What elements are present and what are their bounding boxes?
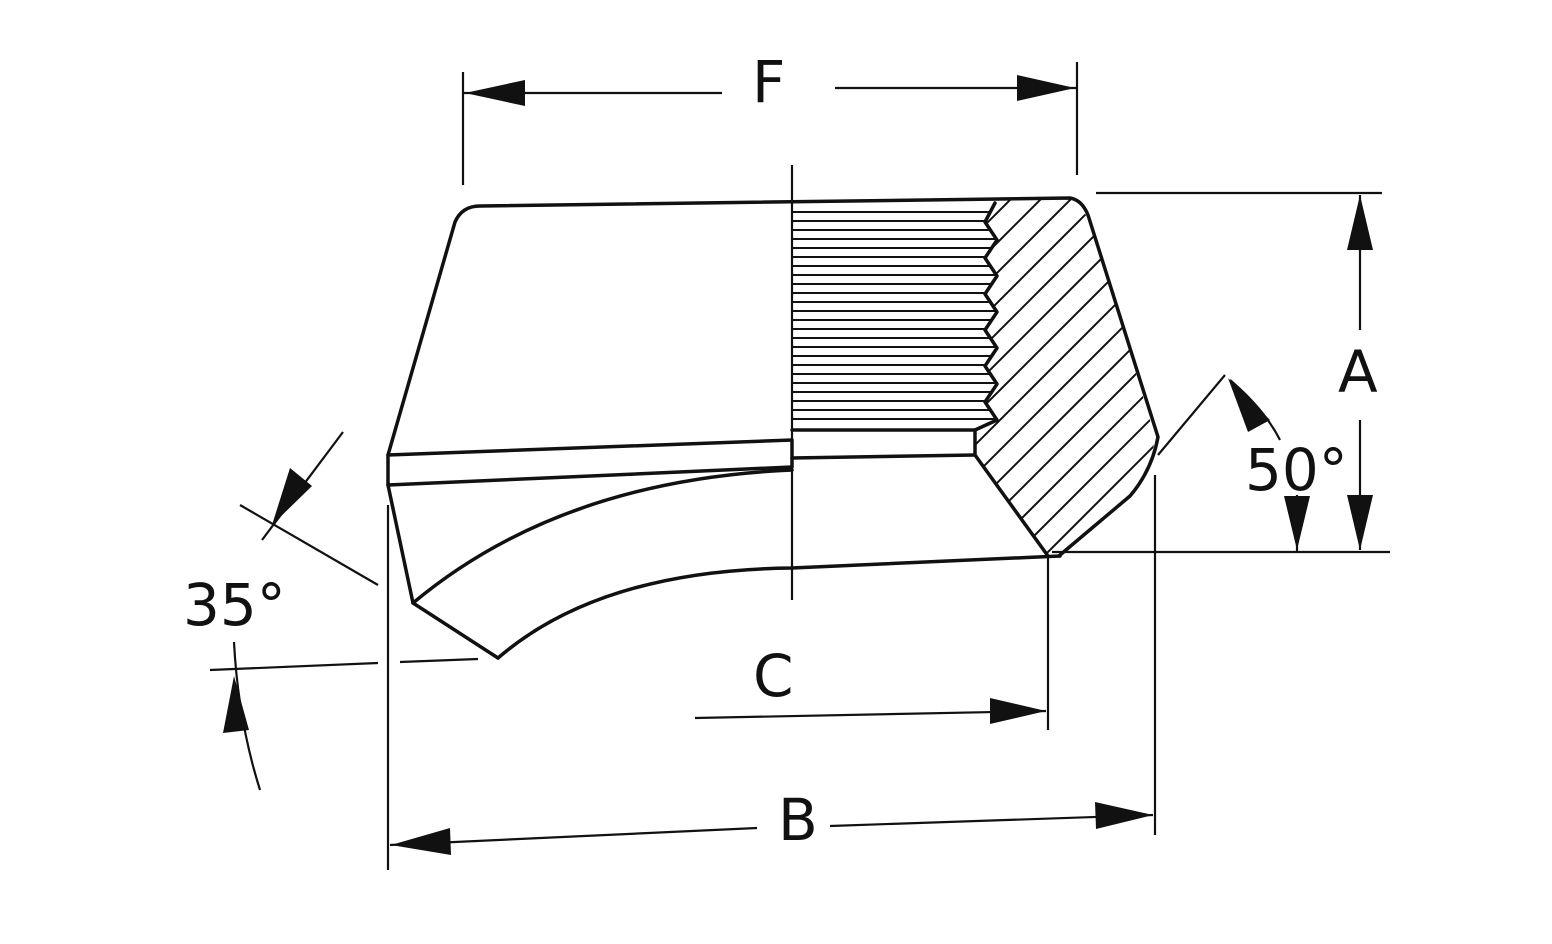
label-f: F [752,48,785,116]
section-hatching [975,198,1155,556]
label-b: B [778,786,818,854]
bevel-edge [386,483,500,660]
dimension-a [1052,191,1390,554]
fitting-body [386,196,1160,660]
angle-50 [1157,374,1310,552]
dimension-f [461,62,1079,185]
dimension-b [386,475,1157,870]
label-c: C [753,642,794,710]
dimension-c [694,556,1050,730]
angle-35 [209,431,479,791]
weld-curve-upper [411,468,794,605]
label-angle-50: 50° [1245,436,1348,504]
label-a: A [1338,338,1378,406]
weld-curve-lower [496,554,1062,660]
body-outline [386,196,1160,557]
thread-hatching [792,211,997,420]
face-band [386,438,794,487]
bore-band [790,428,977,460]
bore-edge [973,428,1050,558]
label-angle-35: 35° [183,571,286,639]
